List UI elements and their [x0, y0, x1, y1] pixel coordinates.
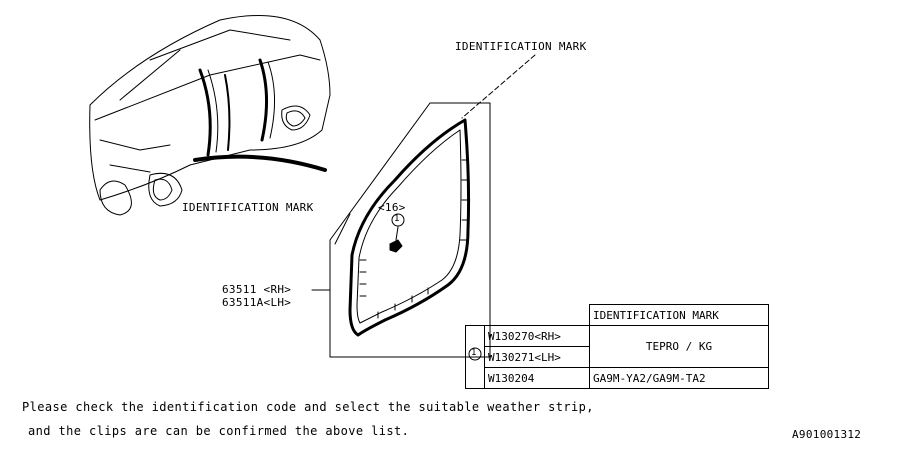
table-mark-cell: GA9M-YA2/GA9M-TA2: [589, 367, 769, 389]
figure-id: A901001312: [792, 428, 862, 441]
table-part-cell: W130271<LH>: [484, 346, 590, 368]
table-part-cell: W130204: [484, 367, 590, 389]
part-number-lh: 63511A<LH>: [222, 296, 292, 309]
table-cell: [465, 325, 485, 389]
identification-mark-label-top: IDENTIFICATION MARK: [455, 40, 587, 53]
identification-mark-label-mid: IDENTIFICATION MARK: [182, 201, 314, 214]
table-merged-mark-cell: TEPRO / KG: [589, 325, 769, 368]
callout-number: 1: [394, 214, 400, 224]
vehicle-illustration: [89, 15, 331, 216]
note-line-1: Please check the identification code and…: [22, 400, 594, 414]
identification-table: IDENTIFICATION MARK W130270<RH> TEPRO / …: [465, 304, 769, 389]
table-part-cell: W130270<RH>: [484, 325, 590, 347]
table-row: W130270<RH> TEPRO / KG: [465, 325, 769, 389]
table-cell: [485, 305, 590, 326]
table-header: IDENTIFICATION MARK: [589, 304, 769, 326]
table-row: W130271<LH>: [466, 346, 769, 368]
part-count-label: <16>: [378, 201, 406, 214]
note-line-2: and the clips are can be confirmed the a…: [28, 424, 410, 438]
mark-main: TEPRO: [645, 340, 679, 353]
table-row: W130204 GA9M-YA2/GA9M-TA2: [466, 367, 769, 389]
clip-part: [389, 239, 403, 253]
table-cell: [466, 305, 485, 326]
weather-strip: [348, 118, 471, 337]
part-number-rh: 63511 <RH>: [222, 283, 292, 296]
table-row: IDENTIFICATION MARK: [466, 304, 769, 326]
mark-suffix: / KG: [685, 340, 713, 353]
